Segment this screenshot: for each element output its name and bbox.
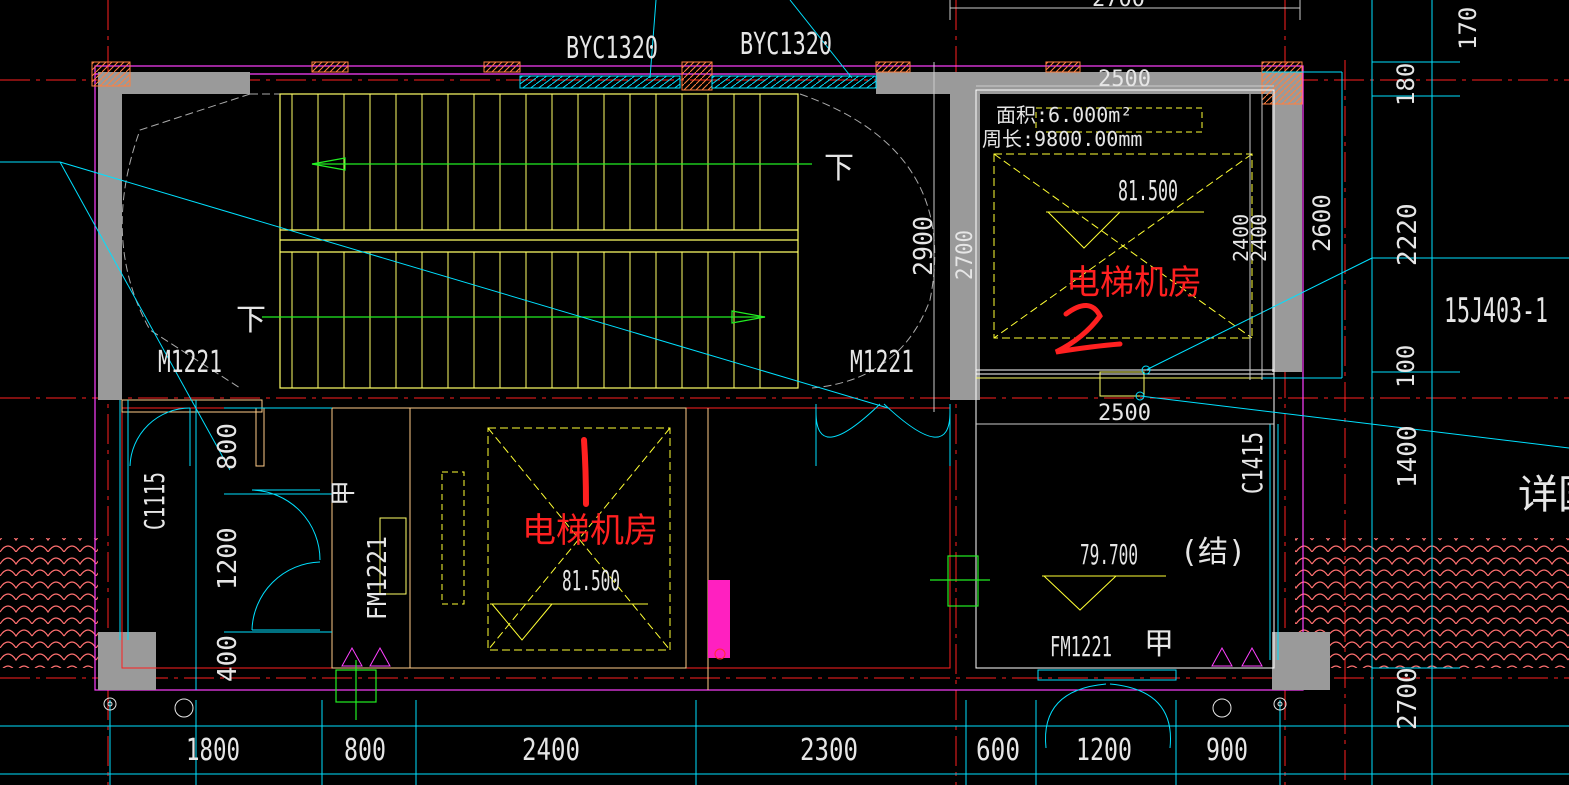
dim-left-400: 400 (213, 635, 243, 682)
roof-tiles-left (0, 538, 98, 668)
window-label-1: BYC1320 (566, 31, 658, 66)
dim-left-800: 800 (213, 423, 243, 470)
axis-markers (103, 697, 1287, 718)
detail-text: 详国 (1518, 472, 1569, 518)
dim-2500-mid: 2500 (1098, 401, 1151, 426)
column-hatches (91, 61, 1303, 105)
gray-dimension-lines (933, 0, 1301, 425)
dim-bottom-2400: 2400 (522, 733, 580, 768)
dim-right-170: 170 (1454, 7, 1482, 50)
hydrant-symbols (341, 646, 1263, 667)
dim-2500-top: 2500 (1098, 67, 1151, 92)
dim-2600: 2600 (1308, 194, 1336, 252)
dim-right-180: 180 (1392, 63, 1420, 106)
dim-bottom-2300: 2300 (800, 733, 858, 768)
dim-right-1400: 1400 (1393, 425, 1423, 488)
walls (98, 72, 1330, 690)
room2-perimeter: 周长:9800.00mm (982, 127, 1142, 151)
window-glazing (519, 75, 877, 89)
equipment-symbols (335, 555, 990, 720)
dim-bottom-900: 900 (1206, 733, 1248, 768)
fire-door-left (379, 517, 407, 595)
door-label-fm-left: FM1221 (363, 536, 393, 620)
elevator-room-2 (993, 107, 1253, 339)
door-label-fm-right: FM1221 (1050, 630, 1112, 663)
door-label-m-left: M1221 (158, 345, 222, 380)
door-label-c-right: C1415 (1236, 432, 1269, 494)
leader-lines (0, 0, 1569, 471)
dim-top-partial: 2700 (1092, 0, 1145, 12)
interior-lines (119, 89, 1275, 690)
door-swings (129, 403, 1279, 749)
stair-arrows (262, 157, 812, 324)
dim-right-2220: 2220 (1393, 203, 1423, 266)
room2-area: 面积:6.000m² (996, 103, 1132, 127)
lower-elevation: 79.700 (1080, 538, 1138, 571)
fm-class-left: 甲 (329, 480, 359, 506)
window-label-2: BYC1320 (740, 27, 832, 62)
dim-left-1200: 1200 (213, 527, 243, 590)
fixture-circle (714, 648, 726, 660)
stair-down-bottom: 下 (236, 303, 266, 338)
dim-2400b: 2400 (1247, 214, 1271, 262)
door-label-m-right: M1221 (850, 345, 914, 380)
dim-bottom-800: 800 (344, 733, 386, 768)
dim-right-2700: 2700 (1393, 667, 1423, 730)
room1-name: 电梯机房 (522, 511, 658, 551)
magenta-fixture (708, 580, 730, 658)
marker-1-stroke (581, 437, 589, 507)
dim-2700-mid: 2700 (953, 230, 978, 280)
room2-elevation: 81.500 (1118, 174, 1178, 207)
dim-bottom-1800: 1800 (186, 733, 240, 768)
dim-bottom-600: 600 (976, 733, 1020, 768)
room1-elevation: 81.500 (562, 564, 620, 597)
lower-note: (结) (1180, 535, 1246, 570)
labels: BYC1320 BYC1320 下 下 M1221 M1221 2900 270… (138, 0, 1569, 768)
room2-name: 电梯机房 (1066, 263, 1202, 303)
dim-bottom-1200: 1200 (1076, 733, 1132, 768)
stair (121, 93, 936, 389)
dim-2900: 2900 (909, 216, 939, 276)
door-label-c-left: C1115 (138, 472, 171, 530)
dim-2400a: 2400 (1229, 214, 1253, 262)
detail-reference: 15J403-1 (1444, 291, 1548, 331)
elevation-symbol-lower (1042, 575, 1166, 611)
marker-2-stroke (1054, 303, 1123, 355)
elevator-room-1 (441, 427, 671, 651)
stair-down-top: 下 (824, 151, 854, 186)
fm-class-right: 甲 (1144, 627, 1174, 662)
dim-right-100: 100 (1392, 345, 1420, 388)
